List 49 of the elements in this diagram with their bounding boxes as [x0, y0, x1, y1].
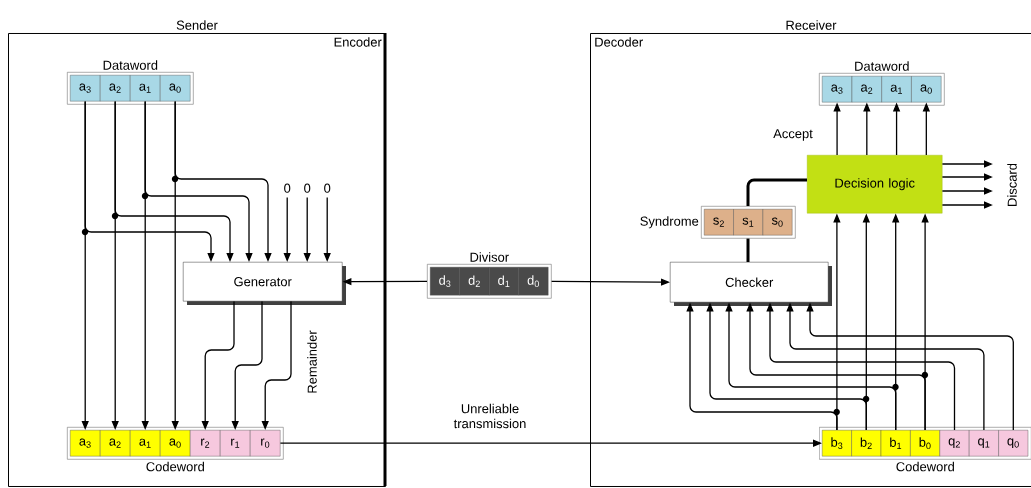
bit-cell: q$_{0}$: [998, 430, 1029, 457]
bit-cell: a$_{3}$: [70, 75, 101, 102]
bit-cell: a$_{0}$: [911, 76, 942, 103]
text-label: Discard: [1007, 163, 1017, 206]
text-label: Accept: [773, 129, 813, 141]
bit-cell: a$_{2}$: [100, 430, 131, 457]
bit-cell: d$_{1}$: [489, 267, 519, 296]
generator-box: Generator: [183, 262, 346, 305]
node-label: Dataword: [103, 60, 158, 70]
bit-cell: a$_{0}$: [160, 75, 191, 102]
node-label: Codeword: [896, 461, 954, 472]
checker-box: Checker: [670, 262, 832, 306]
node-label: Codeword: [146, 461, 204, 472]
bit-cell: b$_{0}$: [910, 430, 940, 457]
bit-cell: b$_{2}$: [851, 430, 882, 457]
decision-box: Decision logic: [807, 155, 943, 214]
bit-cell: r$_{1}$: [220, 430, 251, 457]
bit-cell: b$_{1}$: [880, 430, 911, 457]
node-label: Dataword: [855, 61, 909, 71]
connector-line: [746, 238, 750, 262]
bit-cell: q$_{1}$: [969, 430, 999, 457]
input-bit: 0: [324, 183, 331, 193]
input-bit: 0: [284, 183, 291, 193]
node-label: Sender: [176, 20, 218, 30]
bit-cell: d$_{0}$: [518, 267, 549, 296]
edge-label: Unreliable transmission: [453, 403, 526, 429]
bit-cell: q$_{2}$: [939, 430, 970, 457]
node-label: Divisor: [470, 252, 509, 262]
bit-cell: a$_{2}$: [851, 76, 882, 103]
bit-cell: a$_{1}$: [130, 75, 161, 102]
bit-cell: d$_{3}$: [430, 267, 460, 296]
bit-cell: a$_{1}$: [881, 76, 912, 103]
connector-line: [746, 178, 807, 206]
bit-cell: b$_{3}$: [822, 430, 852, 457]
bit-cell: s$_{1}$: [733, 209, 764, 236]
text-label: Remainder: [307, 330, 317, 393]
bit-cell: d$_{2}$: [459, 267, 490, 296]
node-label: Syndrome: [640, 216, 699, 229]
bit-cell: a$_{2}$: [100, 75, 131, 102]
bit-cell: a$_{0}$: [160, 430, 191, 457]
bit-cell: a$_{3}$: [822, 76, 853, 103]
bit-cell: s$_{0}$: [762, 209, 793, 236]
bit-cell: a$_{1}$: [130, 430, 161, 457]
node-label: Receiver: [786, 20, 837, 30]
bit-cell: a$_{3}$: [70, 430, 101, 457]
bit-cell: r$_{2}$: [190, 430, 221, 457]
input-bit: 0: [304, 183, 311, 193]
bit-cell: s$_{2}$: [704, 209, 734, 236]
bit-cell: r$_{0}$: [250, 430, 281, 457]
